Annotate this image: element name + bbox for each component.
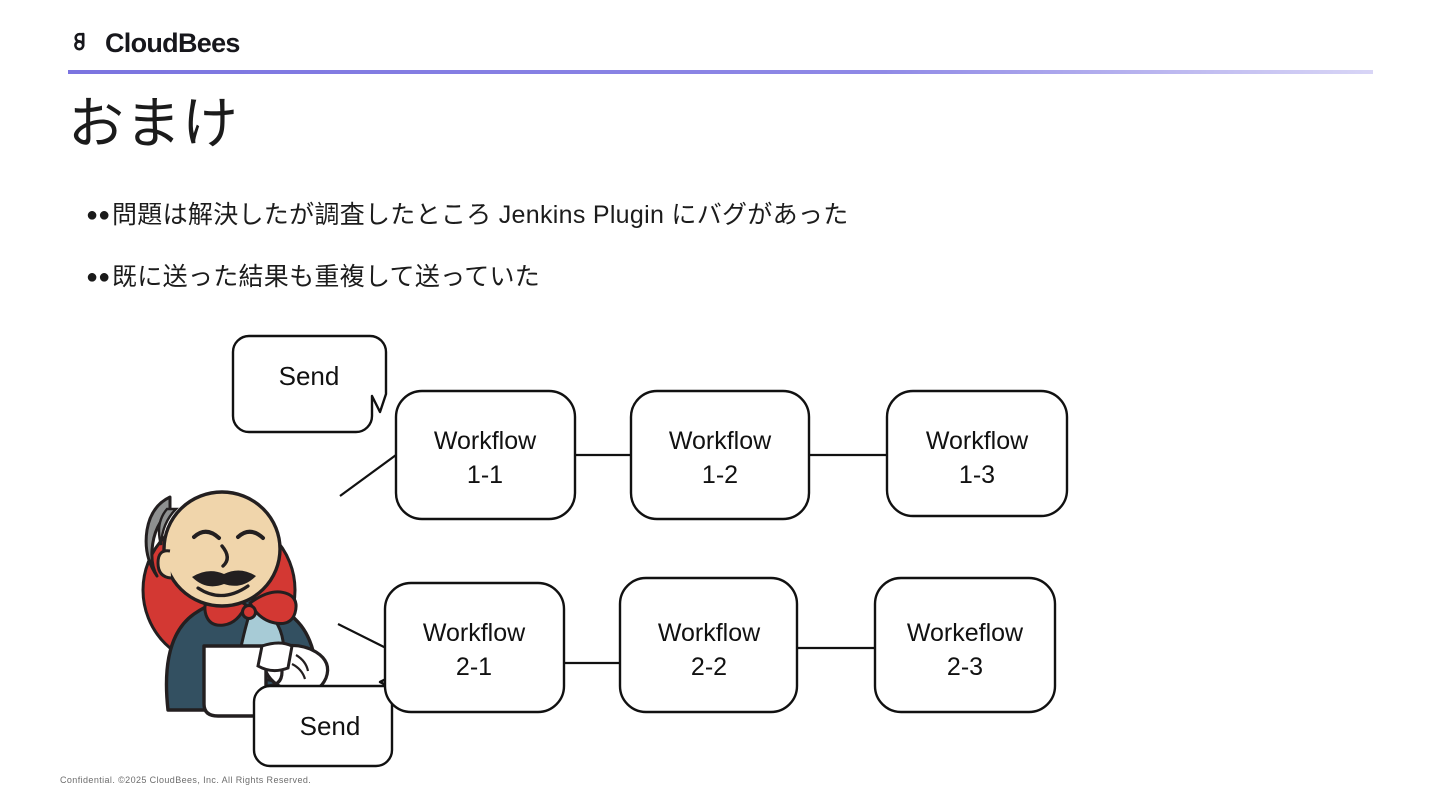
list-item: ● 既に送った結果も重複して送っていた [86,260,1286,294]
workflow-node-line1: Workflow [926,427,1029,455]
workflow-node-1-1[interactable]: Workflow 1-1 [394,389,577,521]
workflow-node-line2: 1-3 [959,461,995,489]
workflow-node-line1: Workflow [434,427,537,455]
bullet-text: 問題は解決したが調査したところ Jenkins Plugin にバグがあった [112,201,849,229]
page-title: おまけ [68,92,239,155]
workflow-row-2: Workflow 2-1 Workflow 2-2 Workeflow 2-3 [383,576,1057,714]
workflow-node-line2: 1-2 [702,461,738,489]
workflow-node-1-2[interactable]: Workflow 1-2 [629,389,811,521]
speech-bubble-send-top[interactable]: Send [231,334,388,434]
bullet-list: ● 問題は解決したが調査したところ Jenkins Plugin にバグがあった… [86,198,1286,322]
workflow-node-line1: Workeflow [907,619,1024,647]
workflow-node-line1: Workflow [658,619,761,647]
workflow-row-1: Workflow 1-1 Workflow 1-2 Workflow 1-3 [394,389,1069,521]
bullet-marker: ● [86,198,112,232]
workflow-node-line2: 2-2 [691,653,727,681]
jenkins-butler-icon [141,490,330,718]
bullet-text: 既に送った結果も重複して送っていた [112,263,541,291]
list-item: ● 問題は解決したが調査したところ Jenkins Plugin にバグがあった [86,198,1286,232]
connector-lines [337,453,888,665]
workflow-node-2-2[interactable]: Workflow 2-2 [618,576,799,714]
workflow-node-line1: Workflow [423,619,526,647]
workflow-node-line1: Workflow [669,427,772,455]
workflow-node-line2: 2-3 [947,653,983,681]
connector-send-bottom-to-row2 [337,623,387,649]
connector-send-top-to-row1 [339,454,397,497]
brand-name: CloudBees [105,27,240,58]
workflow-node-2-3[interactable]: Workeflow 2-3 [873,576,1057,714]
workflow-node-1-3[interactable]: Workflow 1-3 [885,389,1069,518]
header-divider [68,70,1373,74]
bullet-marker: ● [86,260,112,294]
brand-logo: CloudBees [68,28,240,58]
footer-copyright: Confidential. ©2025 CloudBees, Inc. All … [60,775,312,785]
speech-bubble-send-bottom[interactable]: Send [252,666,410,768]
workflow-node-2-1[interactable]: Workflow 2-1 [383,581,566,714]
workflow-node-line2: 2-1 [456,653,492,681]
speech-bubble-label: Send [300,711,361,741]
cloudbees-bee-icon [74,32,85,51]
speech-bubble-label: Send [279,361,340,391]
workflow-node-line2: 1-1 [467,461,503,489]
